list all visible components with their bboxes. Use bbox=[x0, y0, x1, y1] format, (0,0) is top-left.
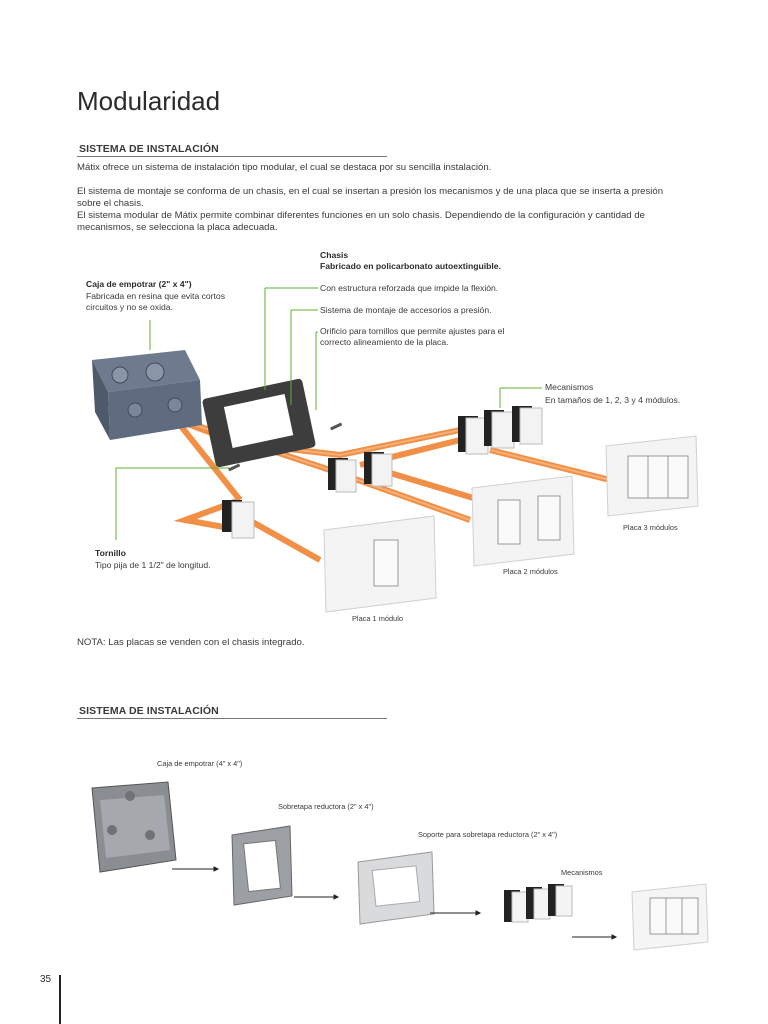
chasis-note: Con estructura reforzada que impide la f… bbox=[320, 283, 499, 293]
placa-2-caption: Placa 2 módulos bbox=[503, 567, 558, 576]
caja-desc: circuitos y no se oxida. bbox=[86, 302, 173, 312]
note-text: NOTA: Las placas se venden con el chasis… bbox=[77, 637, 305, 648]
plate-1-module bbox=[323, 515, 437, 613]
step-caption: Mecanismos bbox=[561, 868, 603, 877]
mechanisms-set bbox=[504, 884, 573, 923]
mechanism-modules bbox=[222, 406, 543, 539]
paragraph-line: El sistema modular de Mátix permite comb… bbox=[77, 210, 645, 221]
chasis-title: Chasis bbox=[320, 250, 349, 260]
section-heading-1: SISTEMA DE INSTALACIÓN bbox=[79, 143, 219, 155]
square-box-4x4 bbox=[91, 781, 177, 873]
junction-box-2x4 bbox=[92, 350, 202, 440]
plate-3-modules bbox=[605, 435, 699, 517]
paragraph-line: El sistema de montaje se conforma de un … bbox=[77, 186, 664, 197]
final-plate bbox=[631, 883, 709, 951]
reducer-cover bbox=[231, 825, 293, 906]
leader-lines bbox=[115, 287, 542, 540]
page-marker-bar bbox=[59, 975, 61, 1024]
paragraph-line: mecanismos, se selecciona la placa adecu… bbox=[77, 222, 278, 233]
step-caption: Soporte para sobretapa reductora (2" x 4… bbox=[418, 830, 558, 839]
caja-title: Caja de empotrar (2" x 4") bbox=[86, 279, 192, 289]
chasis-note: correcto alineamiento de la placa. bbox=[320, 337, 449, 347]
plate-2-modules bbox=[471, 475, 575, 567]
placa-3-caption: Placa 3 módulos bbox=[623, 523, 678, 532]
screws bbox=[228, 422, 343, 472]
intro-paragraph: Mátix ofrece un sistema de instalación t… bbox=[77, 162, 492, 173]
chasis-note: Sistema de montaje de accesorios a presi… bbox=[320, 305, 492, 315]
mecanismos-desc: En tamaños de 1, 2, 3 y 4 módulos. bbox=[545, 395, 681, 405]
chasis-subtitle: Fabricado en policarbonato autoextinguib… bbox=[320, 261, 501, 271]
reducer-support bbox=[357, 851, 435, 925]
section-rule-1 bbox=[77, 156, 387, 157]
page-title: Modularidad bbox=[77, 86, 221, 116]
step-arrows bbox=[172, 866, 618, 940]
section-rule-2 bbox=[77, 718, 387, 719]
page-number: 35 bbox=[40, 974, 52, 985]
section-heading-2: SISTEMA DE INSTALACIÓN bbox=[79, 705, 219, 717]
step-caption: Caja de empotrar (4" x 4") bbox=[157, 759, 243, 768]
placa-1-caption: Placa 1 módulo bbox=[352, 614, 403, 623]
caja-desc: Fabricada en resina que evita cortos bbox=[86, 291, 226, 301]
mecanismos-title: Mecanismos bbox=[545, 382, 594, 392]
tornillo-desc: Tipo pija de 1 1/2" de longitud. bbox=[95, 560, 211, 570]
step-caption: Sobretapa reductora (2" x 4") bbox=[278, 802, 374, 811]
chassis-frame bbox=[202, 378, 316, 468]
paragraph-line: sobre el chasis. bbox=[77, 198, 144, 209]
chasis-note: Orificio para tornillos que permite ajus… bbox=[320, 326, 505, 336]
tornillo-title: Tornillo bbox=[95, 548, 126, 558]
